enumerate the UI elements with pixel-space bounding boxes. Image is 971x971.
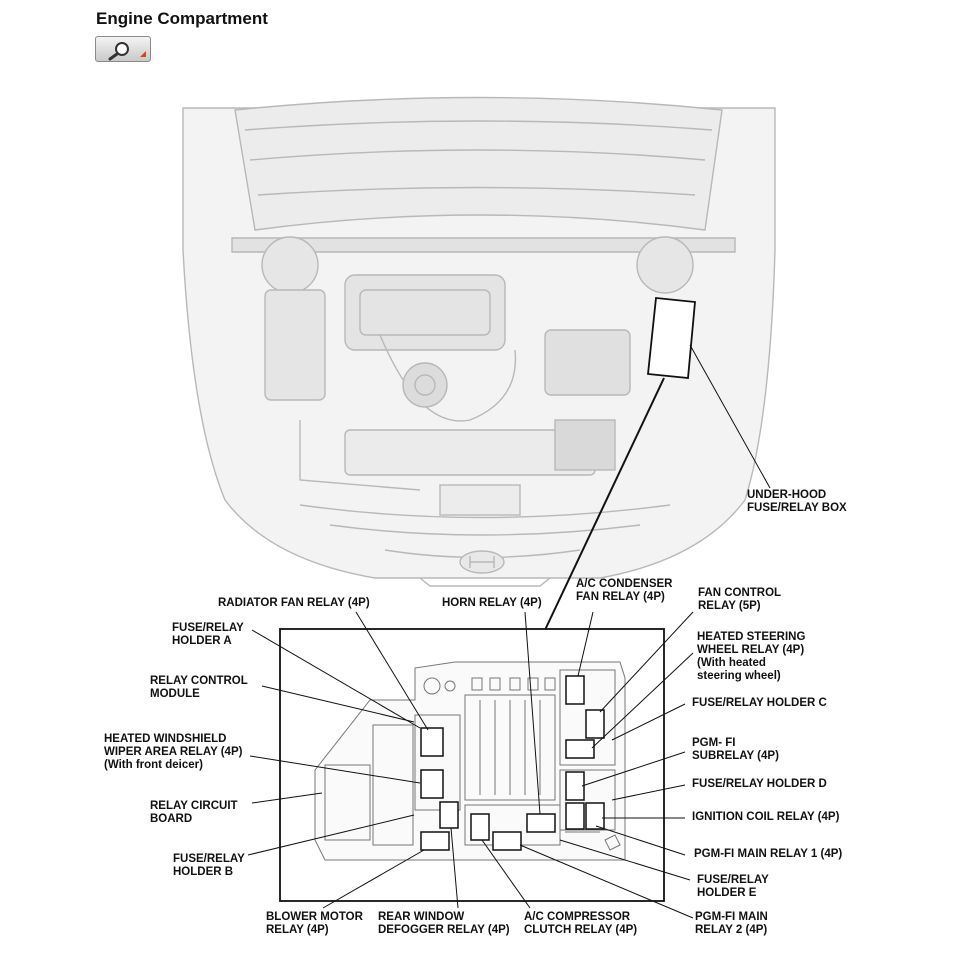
fuse-relay-holder-a-label: FUSE/RELAY HOLDER A [172,622,244,647]
fuse-relay-holder-c-label: FUSE/RELAY HOLDER C [692,697,827,709]
engine-bay-illustration [182,96,776,587]
magnifier-icon [108,42,146,61]
relay-circuit-board-label: RELAY CIRCUIT BOARD [150,800,238,825]
rear-window-defogger-relay [439,801,459,829]
ac-compressor-clutch-relay-label: A/C COMPRESSOR CLUTCH RELAY (4P) [524,911,638,936]
horn-relay [526,813,556,833]
blower-motor-relay [420,831,450,851]
fuse-relay-holder-b-label: FUSE/RELAY HOLDER B [173,853,245,878]
pgm-fi-main-relay-1 [585,802,605,830]
horn-relay-label: HORN RELAY (4P) [442,597,542,609]
ignition-coil-relay-label: IGNITION COIL RELAY (4P) [692,811,840,823]
rear-window-defogger-relay-label: REAR WINDOW DEFOGGER RELAY (4P) [378,911,510,936]
heated-windshield-note: (With front deicer) [104,759,203,771]
fan-control-relay [585,709,605,739]
box-to-detail-leader [544,377,665,631]
zoom-button[interactable] [95,36,151,62]
under-hood-box-label: UNDER-HOOD FUSE/RELAY BOX [747,489,847,514]
fuse-relay-holder-e-label: FUSE/RELAY HOLDER E [697,874,769,899]
under-hood-fuse-box-highlight [647,297,696,379]
pgm-fi-main-relay-2-label: PGM-FI MAIN RELAY 2 (4P) [695,911,768,936]
page-title: Engine Compartment [96,9,268,28]
blower-motor-relay-label: BLOWER MOTOR RELAY (4P) [266,911,363,936]
ac-compressor-clutch-relay [470,813,490,841]
ignition-coil-relay [565,802,585,830]
relay-control-module-label: RELAY CONTROL MODULE [150,675,248,700]
pgm-fi-subrelay-label: PGM- FI SUBRELAY (4P) [692,737,779,762]
fan-control-relay-label: FAN CONTROL RELAY (5P) [698,587,782,612]
radiator-fan-relay [420,727,444,757]
pgm-fi-main-relay-2 [492,831,522,851]
heated-steering-wheel-relay-label: HEATED STEERING WHEEL RELAY (4P) [697,631,806,656]
heated-windshield-relay-label: HEATED WINDSHIELD WIPER AREA RELAY (4P) [104,733,243,758]
heated-steering-wheel-note: (With heated steering wheel) [697,657,781,682]
pgm-fi-subrelay [565,771,585,801]
heated-windshield-relay [420,769,444,799]
under-hood-leader [689,344,771,489]
ac-condenser-fan-relay [565,675,585,705]
heated-steering-wheel-relay [565,739,595,759]
fuse-relay-holder-d-label: FUSE/RELAY HOLDER D [692,778,827,790]
pgm-fi-main-relay-1-label: PGM-FI MAIN RELAY 1 (4P) [694,848,843,860]
ac-condenser-fan-relay-label: A/C CONDENSER FAN RELAY (4P) [576,578,673,603]
relay-components [420,675,605,851]
callout-lines [247,611,694,919]
radiator-fan-relay-label: RADIATOR FAN RELAY (4P) [218,597,370,609]
